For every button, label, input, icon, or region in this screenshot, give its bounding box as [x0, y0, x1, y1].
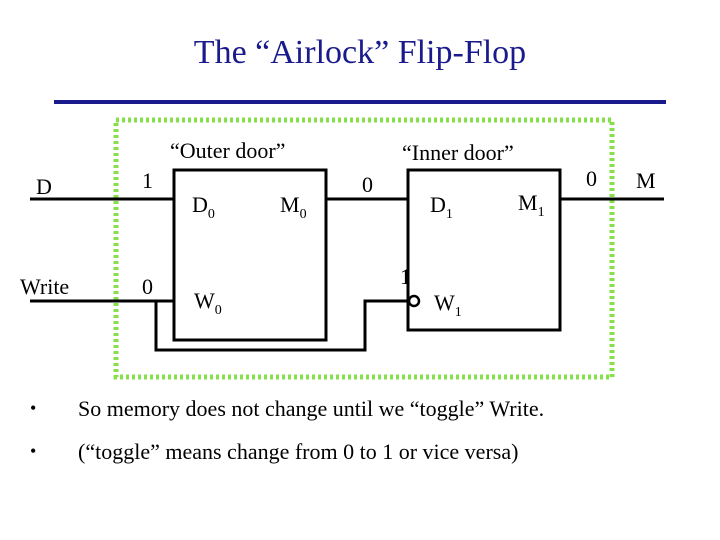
pin-w0: W0 — [194, 288, 222, 318]
bullet-list: •So memory does not change until we “tog… — [30, 396, 544, 482]
title-underline — [54, 100, 666, 104]
inverter-bubble — [407, 294, 421, 308]
latch-1-box — [406, 168, 562, 332]
value-d-line: 1 — [142, 168, 153, 193]
bullet-dot: • — [30, 441, 37, 461]
value-w1-line: 1 — [400, 264, 411, 289]
label-m-output: M — [636, 168, 656, 193]
enclosure-dotted-border — [113, 117, 615, 380]
bullet-dot: • — [30, 398, 37, 418]
value-write-line: 0 — [142, 274, 153, 299]
pin-w1: W1 — [434, 290, 462, 320]
label-write-input: Write — [20, 274, 70, 299]
label-inner-door: “Inner door” — [402, 140, 514, 165]
value-between-latches: 0 — [362, 172, 373, 197]
bullet-item: •(“toggle” means change from 0 to 1 or v… — [30, 439, 519, 464]
wire-write-to-w1 — [154, 299, 408, 352]
slide-title: The “Airlock” Flip-Flop — [193, 34, 527, 71]
pin-d0: D0 — [192, 192, 215, 222]
value-output: 0 — [586, 166, 597, 191]
bullet-item: •So memory does not change until we “tog… — [30, 396, 545, 421]
pin-m0: M0 — [280, 192, 307, 222]
label-d-input: D — [36, 174, 52, 199]
label-outer-door: “Outer door” — [170, 138, 286, 163]
pin-d1: D1 — [430, 192, 453, 222]
pin-m1: M1 — [518, 190, 545, 220]
latch-0-box — [172, 168, 328, 342]
